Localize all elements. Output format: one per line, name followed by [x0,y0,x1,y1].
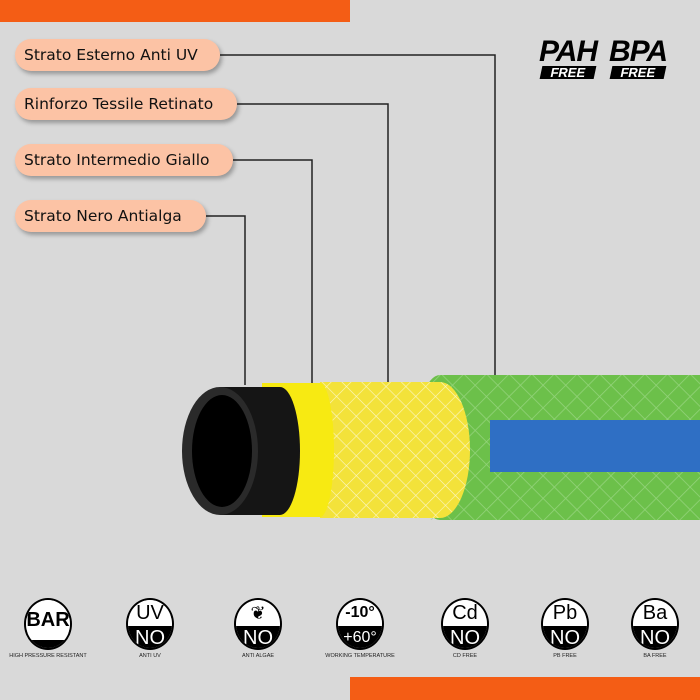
label-textile-reinforcement: Rinforzo Tessile Retinato [15,88,237,120]
feature-working-temperature: -10°+60°WORKING TEMPERATURE [315,598,405,659]
black-inner-layer [182,387,300,515]
label-black-layer: Strato Nero Antialga [15,200,206,232]
leaf-icon: ❦ [236,600,280,626]
green-outer-layer [414,375,700,520]
bottom-accent-bar [350,677,700,700]
yellow-mesh-layer [320,382,470,518]
label-outer-layer: Strato Esterno Anti UV [15,39,220,71]
label-yellow-layer: Strato Intermedio Giallo [15,144,233,176]
top-accent-bar [0,0,350,22]
leader-lines [206,54,496,385]
